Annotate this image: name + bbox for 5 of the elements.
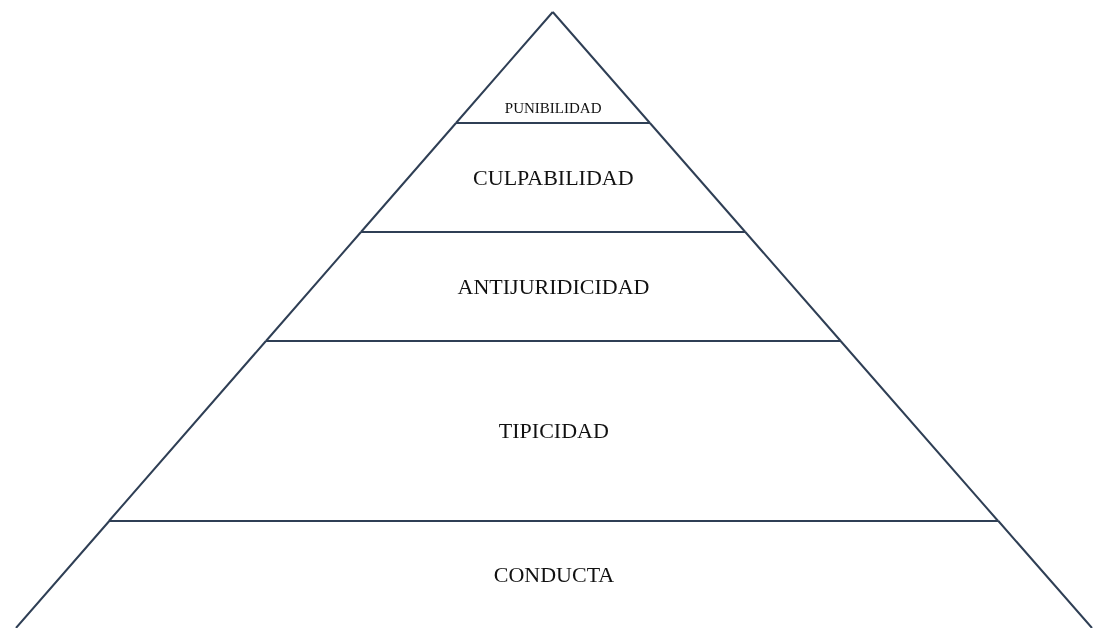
tier-label: PUNIBILIDAD (504, 100, 602, 117)
tier-label: CULPABILIDAD (473, 164, 634, 191)
tier-label: CONDUCTA (493, 561, 615, 588)
tier-label: TIPICIDAD (498, 418, 609, 444)
tier-label: ANTIJURIDICIDAD (457, 273, 650, 300)
